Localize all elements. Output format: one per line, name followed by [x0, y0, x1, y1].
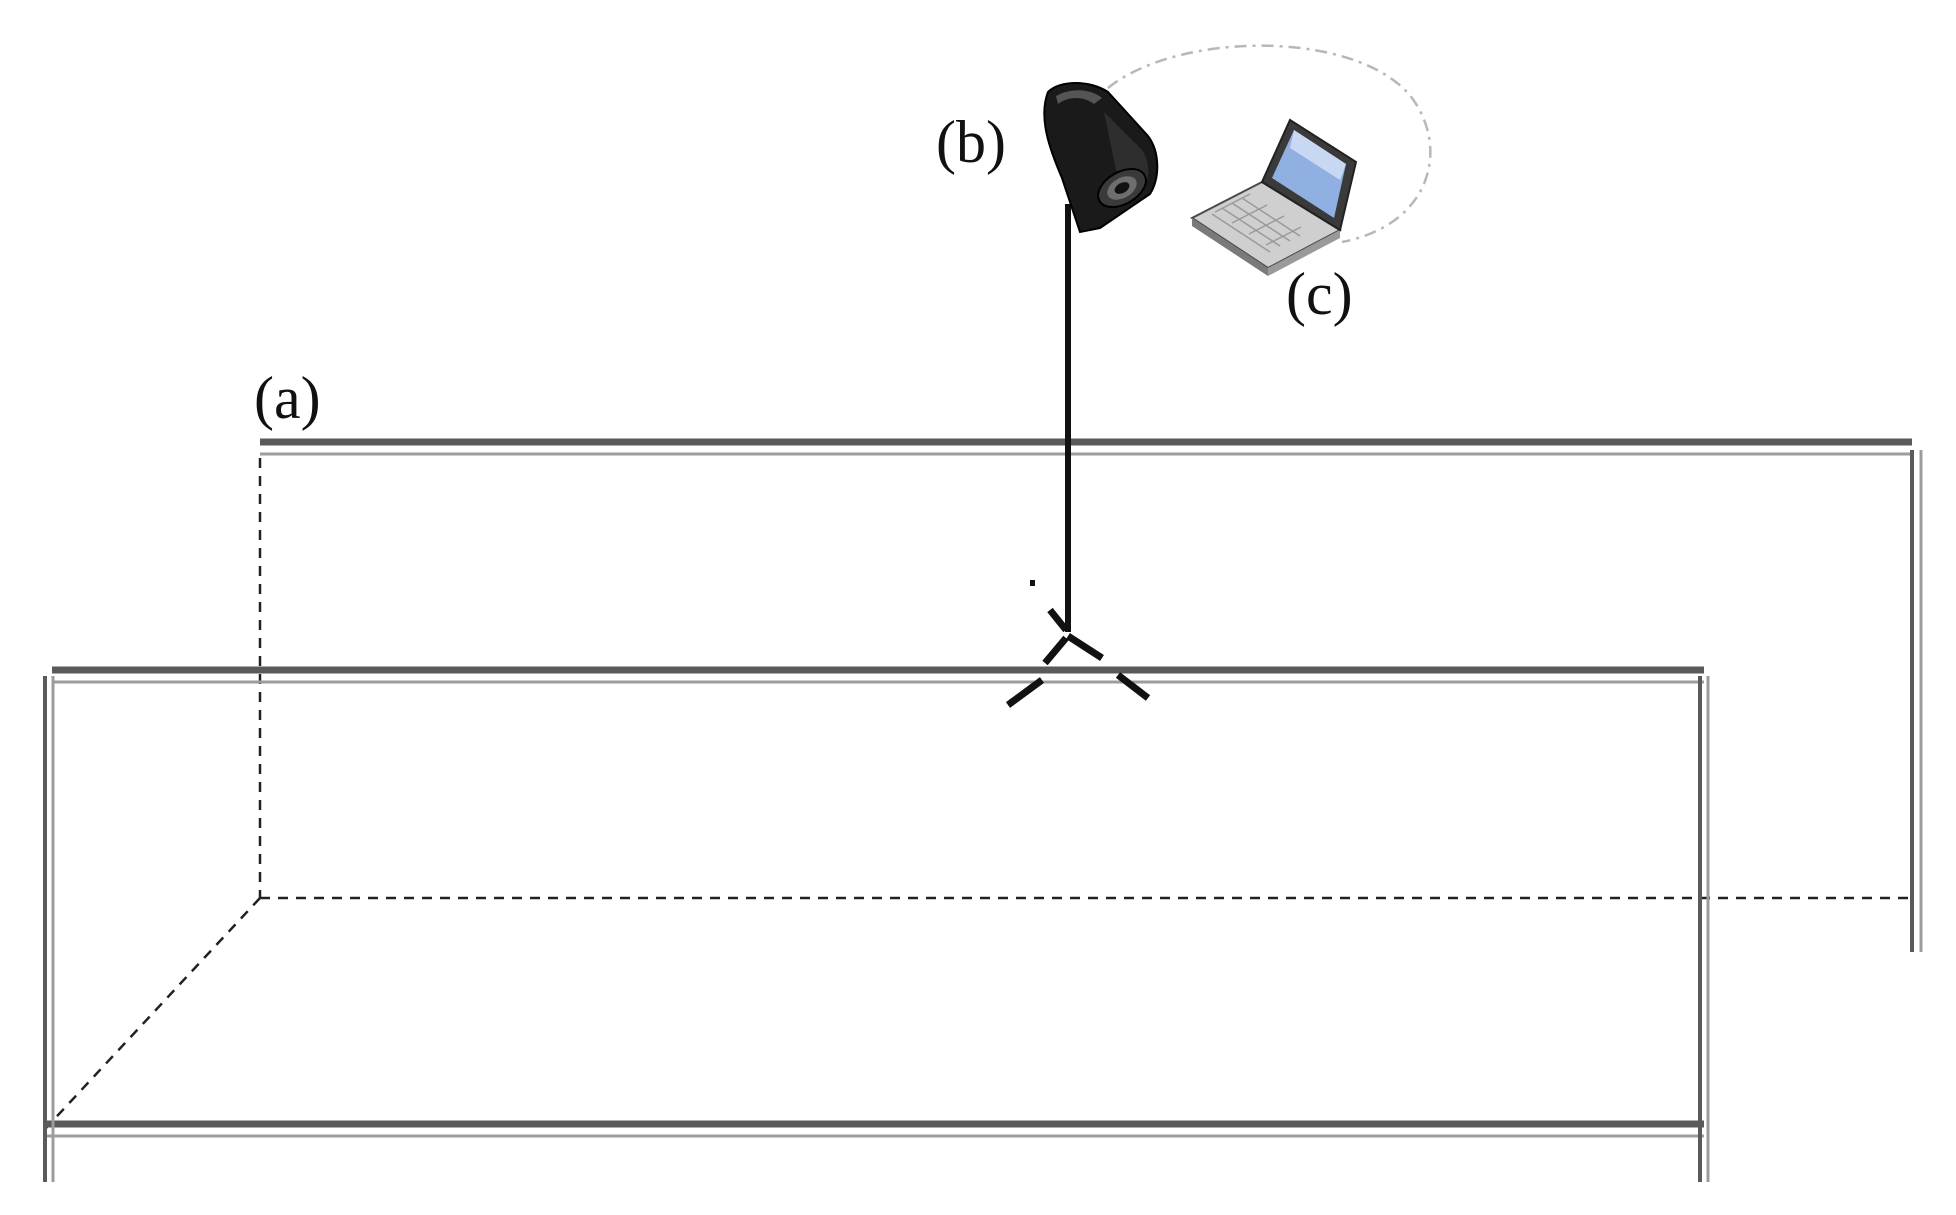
enclosure-hidden-edges	[45, 458, 1912, 1129]
label-laptop: (c)	[1286, 261, 1353, 327]
enclosure-back-frame	[260, 438, 1923, 952]
label-camera: (b)	[936, 109, 1006, 175]
enclosure-front-frame	[43, 666, 1710, 1182]
hidden-left-bottom-diagonal	[45, 897, 261, 1129]
label-enclosure: (a)	[254, 365, 321, 431]
camera-icon	[1043, 82, 1159, 234]
wireless-link-arc	[1107, 44, 1432, 244]
laptop-icon	[1190, 118, 1358, 276]
tripod-mount-icon	[1005, 580, 1151, 708]
